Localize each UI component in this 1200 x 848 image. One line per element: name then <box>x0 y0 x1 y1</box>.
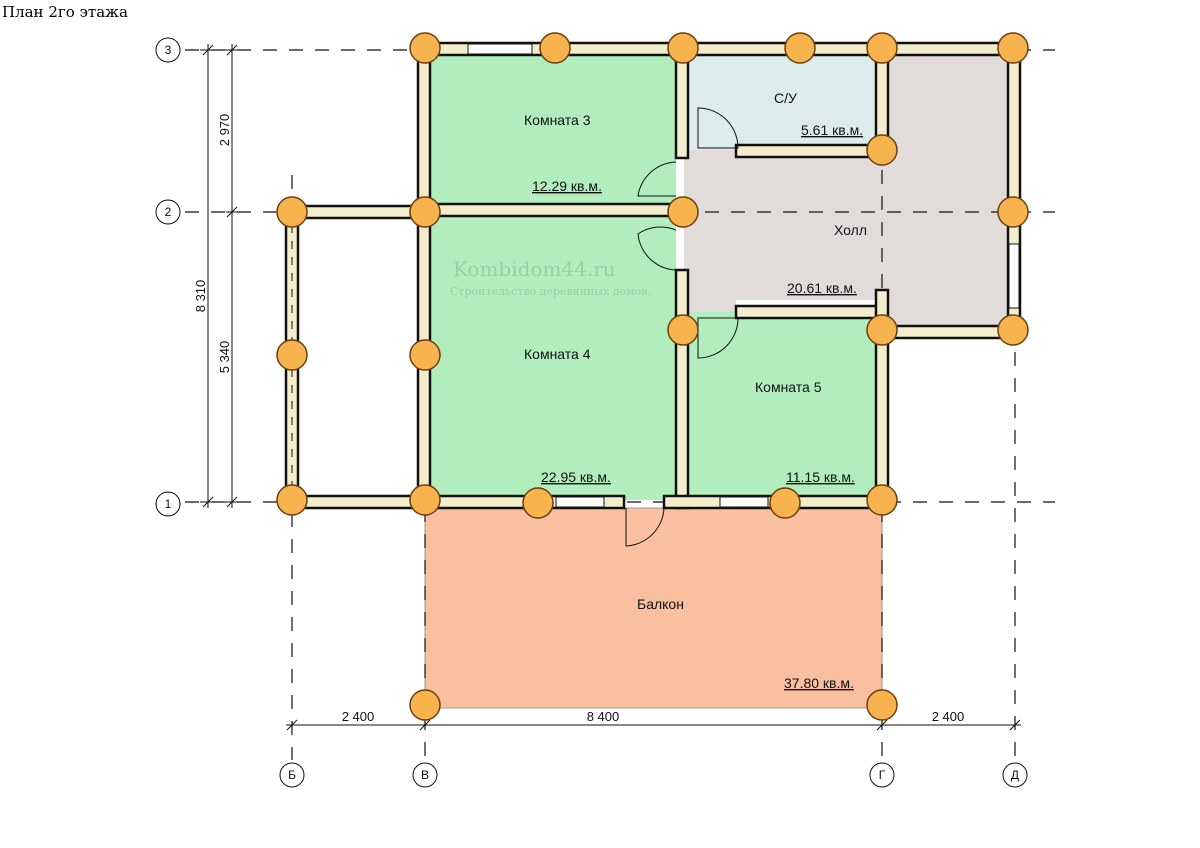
log-end-icon <box>409 32 441 64</box>
room-4-label: Комната 4 <box>524 346 591 362</box>
log-end-icon <box>276 484 308 516</box>
hall-fill <box>684 56 1010 326</box>
log-end-icon <box>409 689 441 721</box>
log-end-icon <box>276 339 308 371</box>
room-3-fill <box>430 56 676 208</box>
dim-width-middle: 8 400 <box>587 709 620 724</box>
log-end-icon <box>667 196 699 228</box>
axis-row-2: 2 <box>165 205 172 219</box>
bathroom-label: С/У <box>774 90 797 106</box>
log-end-icon <box>522 487 554 519</box>
log-end-icon <box>409 484 441 516</box>
log-end-icon <box>276 196 308 228</box>
balcony-fill <box>424 507 883 709</box>
axis-col-v: В <box>421 768 429 782</box>
dim-height-top: 2 970 <box>217 114 232 147</box>
room-5-fill <box>688 312 882 500</box>
log-end-icon <box>409 339 441 371</box>
dim-total-height: 8 310 <box>193 280 208 313</box>
dim-width-left: 2 400 <box>342 709 375 724</box>
log-end-icon <box>667 314 699 346</box>
hall-label: Холл <box>834 222 867 238</box>
axis-col-g: Г <box>879 768 886 782</box>
log-end-icon <box>997 196 1029 228</box>
log-end-icon <box>997 314 1029 346</box>
log-end-icon <box>409 196 441 228</box>
dim-height-bottom: 5 340 <box>217 341 232 374</box>
axis-row-3: 3 <box>165 43 172 57</box>
dim-width-right: 2 400 <box>932 709 965 724</box>
bathroom-fill <box>688 56 882 150</box>
log-ends <box>276 32 1029 721</box>
dimension-lines <box>200 44 1021 731</box>
axis-markers: 3 2 1 Б В Г Д <box>155 37 1028 788</box>
log-end-icon <box>866 314 898 346</box>
axis-col-b: Б <box>288 768 296 782</box>
room-3-label: Комната 3 <box>524 112 591 128</box>
room-fills <box>424 56 1010 709</box>
bathroom-area: 5.61 кв.м. <box>801 122 863 138</box>
axis-col-d: Д <box>1011 768 1019 782</box>
room-3-area: 12.29 кв.м. <box>532 178 602 194</box>
log-end-icon <box>667 32 699 64</box>
hall-area: 20.61 кв.м. <box>787 280 857 296</box>
room-4-fill <box>430 216 676 500</box>
balcony-label: Балкон <box>637 596 684 612</box>
log-end-icon <box>866 32 898 64</box>
watermark-tagline: Строительство деревянных домов. <box>450 285 651 298</box>
plan-title: План 2го этажа <box>2 3 128 21</box>
watermark-brand: Kombidom44.ru <box>453 257 616 281</box>
room-4-area: 22.95 кв.м. <box>541 469 611 485</box>
doors <box>625 107 739 547</box>
balcony-area: 37.80 кв.м. <box>784 675 854 691</box>
room-5-label: Комната 5 <box>755 379 822 395</box>
room-5-area: 11.15 кв.м. <box>786 469 855 485</box>
log-end-icon <box>539 32 571 64</box>
log-end-icon <box>866 689 898 721</box>
log-end-icon <box>866 134 898 166</box>
log-end-icon <box>784 32 816 64</box>
log-end-icon <box>866 484 898 516</box>
axis-row-1: 1 <box>165 497 172 511</box>
log-end-icon <box>997 32 1029 64</box>
log-end-icon <box>769 487 801 519</box>
